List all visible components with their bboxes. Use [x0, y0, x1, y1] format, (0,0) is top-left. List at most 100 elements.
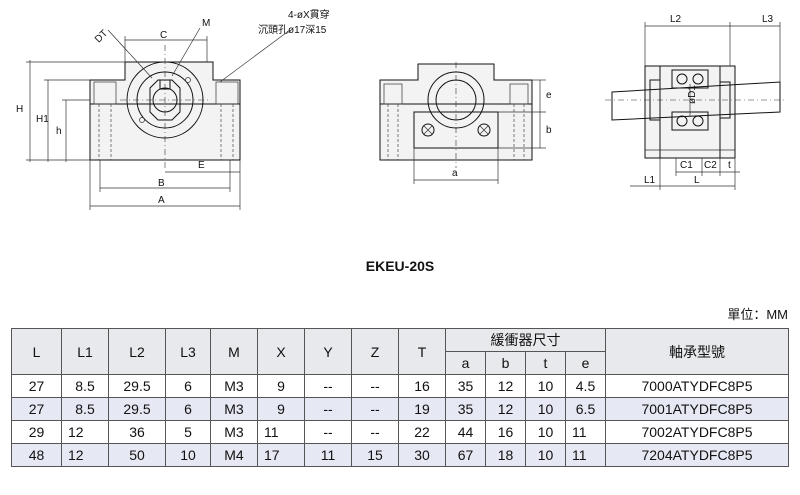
- label-M: M: [202, 18, 210, 29]
- header-cell: M: [210, 328, 258, 375]
- table-cell: 30: [398, 443, 446, 467]
- table-cell: 9: [257, 397, 305, 421]
- label-E: E: [198, 160, 205, 171]
- table-cell: 11: [257, 420, 305, 444]
- table-cell: 16: [398, 374, 446, 398]
- header-cell: T: [398, 328, 446, 375]
- header-cell: t: [525, 351, 566, 375]
- header-cell: L2: [108, 328, 166, 375]
- label-D1: øD1: [687, 85, 698, 104]
- label-H: H: [16, 104, 23, 115]
- table-cell: 11: [565, 443, 606, 467]
- label-t: t: [728, 160, 731, 171]
- table-cell: 10: [525, 397, 566, 421]
- table-cell: 11: [304, 443, 352, 467]
- header-cell: e: [565, 351, 606, 375]
- label-e: e: [546, 90, 552, 101]
- table-cell: 29: [11, 420, 62, 444]
- hole-note-line2: 沉頭孔ø17深15: [258, 23, 327, 36]
- table-cell: --: [304, 374, 352, 398]
- table-cell: 50: [108, 443, 166, 467]
- model-title: EKEU-20S: [365, 258, 435, 274]
- header-cell: L3: [165, 328, 211, 375]
- table-cell: 7001ATYDFC8P5: [605, 397, 789, 421]
- label-B: B: [158, 178, 165, 189]
- table-cell: 18: [485, 443, 526, 467]
- table-cell: 10: [165, 443, 211, 467]
- table-cell: M3: [210, 420, 258, 444]
- table-cell: --: [304, 420, 352, 444]
- label-C: C: [160, 30, 167, 41]
- header-cell: X: [257, 328, 305, 375]
- table-cell: 44: [445, 420, 486, 444]
- table-cell: 35: [445, 397, 486, 421]
- table-cell: 9: [257, 374, 305, 398]
- subheader-row: a b t e: [12, 351, 789, 375]
- header-cell: Z: [351, 328, 399, 375]
- label-a: a: [452, 168, 458, 179]
- table-cell: 6: [165, 374, 211, 398]
- table-cell: 6: [165, 397, 211, 421]
- table-cell: 5: [165, 420, 211, 444]
- technical-drawings: DT M C 4-øX貫穿 沉頭孔ø17深15 H H1 h E B A e b…: [16, 8, 785, 210]
- table-cell: 10: [525, 443, 566, 467]
- header-cell: L: [11, 328, 62, 375]
- table-cell: 35: [445, 374, 486, 398]
- table-cell: 7204ATYDFC8P5: [605, 443, 789, 467]
- label-H1: H1: [36, 114, 49, 125]
- table-cell: 48: [11, 443, 62, 467]
- header-cell: L1: [61, 328, 109, 375]
- table-cell: 17: [257, 443, 305, 467]
- bearing-header: 軸承型號: [605, 328, 789, 375]
- header-cell: Y: [304, 328, 352, 375]
- table-cell: 12: [61, 443, 109, 467]
- header-cell: b: [485, 351, 526, 375]
- table-cell: 16: [485, 420, 526, 444]
- table-cell: 7002ATYDFC8P5: [605, 420, 789, 444]
- table-cell: 19: [398, 397, 446, 421]
- table-cell: 12: [61, 420, 109, 444]
- header-row: L L1 L2 L3 M X Y Z T 緩衝器尺寸 軸承型號: [11, 328, 789, 375]
- table-cell: M4: [210, 443, 258, 467]
- hole-note-line1: 4-øX貫穿: [288, 8, 330, 21]
- table-cell: 4.5: [565, 374, 606, 398]
- table-cell: 27: [11, 374, 62, 398]
- table-cell: 36: [108, 420, 166, 444]
- table-cell: 8.5: [61, 374, 109, 398]
- label-L: L: [694, 175, 700, 186]
- table-cell: 6.5: [565, 397, 606, 421]
- table-cell: 67: [445, 443, 486, 467]
- section-view: L2 L3 øD1 C1 C2 t L1 L: [605, 14, 785, 190]
- table-cell: 29.5: [108, 374, 166, 398]
- label-h: h: [56, 126, 62, 137]
- front-view: DT M C 4-øX貫穿 沉頭孔ø17深15 H H1 h E B A: [16, 8, 330, 210]
- label-L3: L3: [762, 14, 774, 25]
- table-cell: --: [351, 397, 399, 421]
- header-cell: a: [445, 351, 486, 375]
- table-cell: 12: [485, 374, 526, 398]
- side-view: e b a: [379, 62, 552, 184]
- table-cell: 29.5: [108, 397, 166, 421]
- table-cell: --: [351, 374, 399, 398]
- table-cell: 15: [351, 443, 399, 467]
- table-cell: 12: [485, 397, 526, 421]
- table-cell: 10: [525, 374, 566, 398]
- table-cell: 22: [398, 420, 446, 444]
- table-cell: M3: [210, 374, 258, 398]
- label-L1: L1: [644, 175, 656, 186]
- table-cell: 10: [525, 420, 566, 444]
- label-C1: C1: [680, 160, 693, 171]
- label-A: A: [158, 195, 165, 206]
- table-cell: 8.5: [61, 397, 109, 421]
- spec-table: L L1 L2 L3 M X Y Z T 緩衝器尺寸 軸承型號 a b t e …: [11, 328, 789, 467]
- table-cell: --: [304, 397, 352, 421]
- table-cell: 11: [565, 420, 606, 444]
- table-cell: --: [351, 420, 399, 444]
- flange-group-header: 緩衝器尺寸: [445, 328, 606, 352]
- label-DT: DT: [93, 28, 110, 45]
- label-L2: L2: [670, 14, 682, 25]
